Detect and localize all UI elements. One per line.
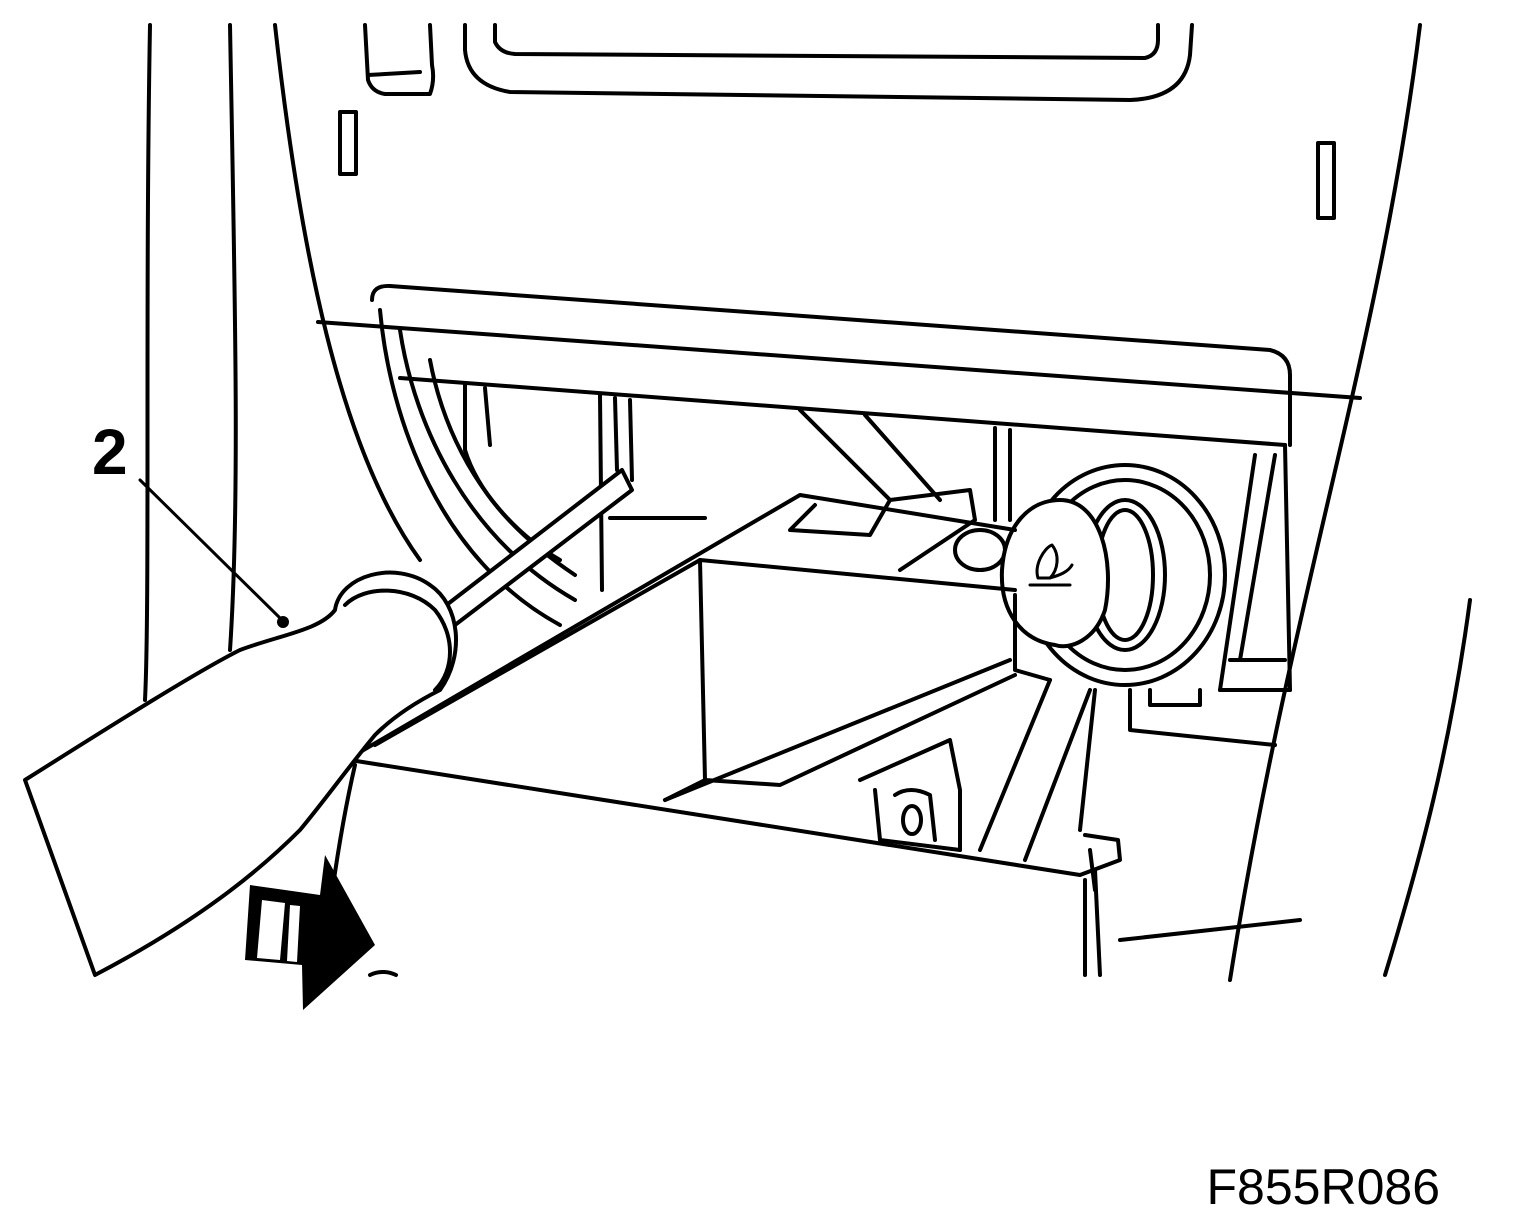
compartment-tray [320, 493, 1122, 977]
callout-leader [138, 478, 282, 620]
internal-bracket [608, 408, 1007, 572]
top-vent [338, 23, 1336, 220]
callout-label-2: 2 [92, 416, 128, 488]
compartment-frame [370, 283, 1292, 747]
dashboard-panel [143, 23, 1472, 982]
lighter-icon [1028, 543, 1074, 587]
figure-id: F855R086 [1206, 1159, 1441, 1215]
arrow-right-icon [245, 855, 375, 1010]
cigarette-lighter [999, 463, 1227, 687]
screwdriver [23, 468, 634, 977]
